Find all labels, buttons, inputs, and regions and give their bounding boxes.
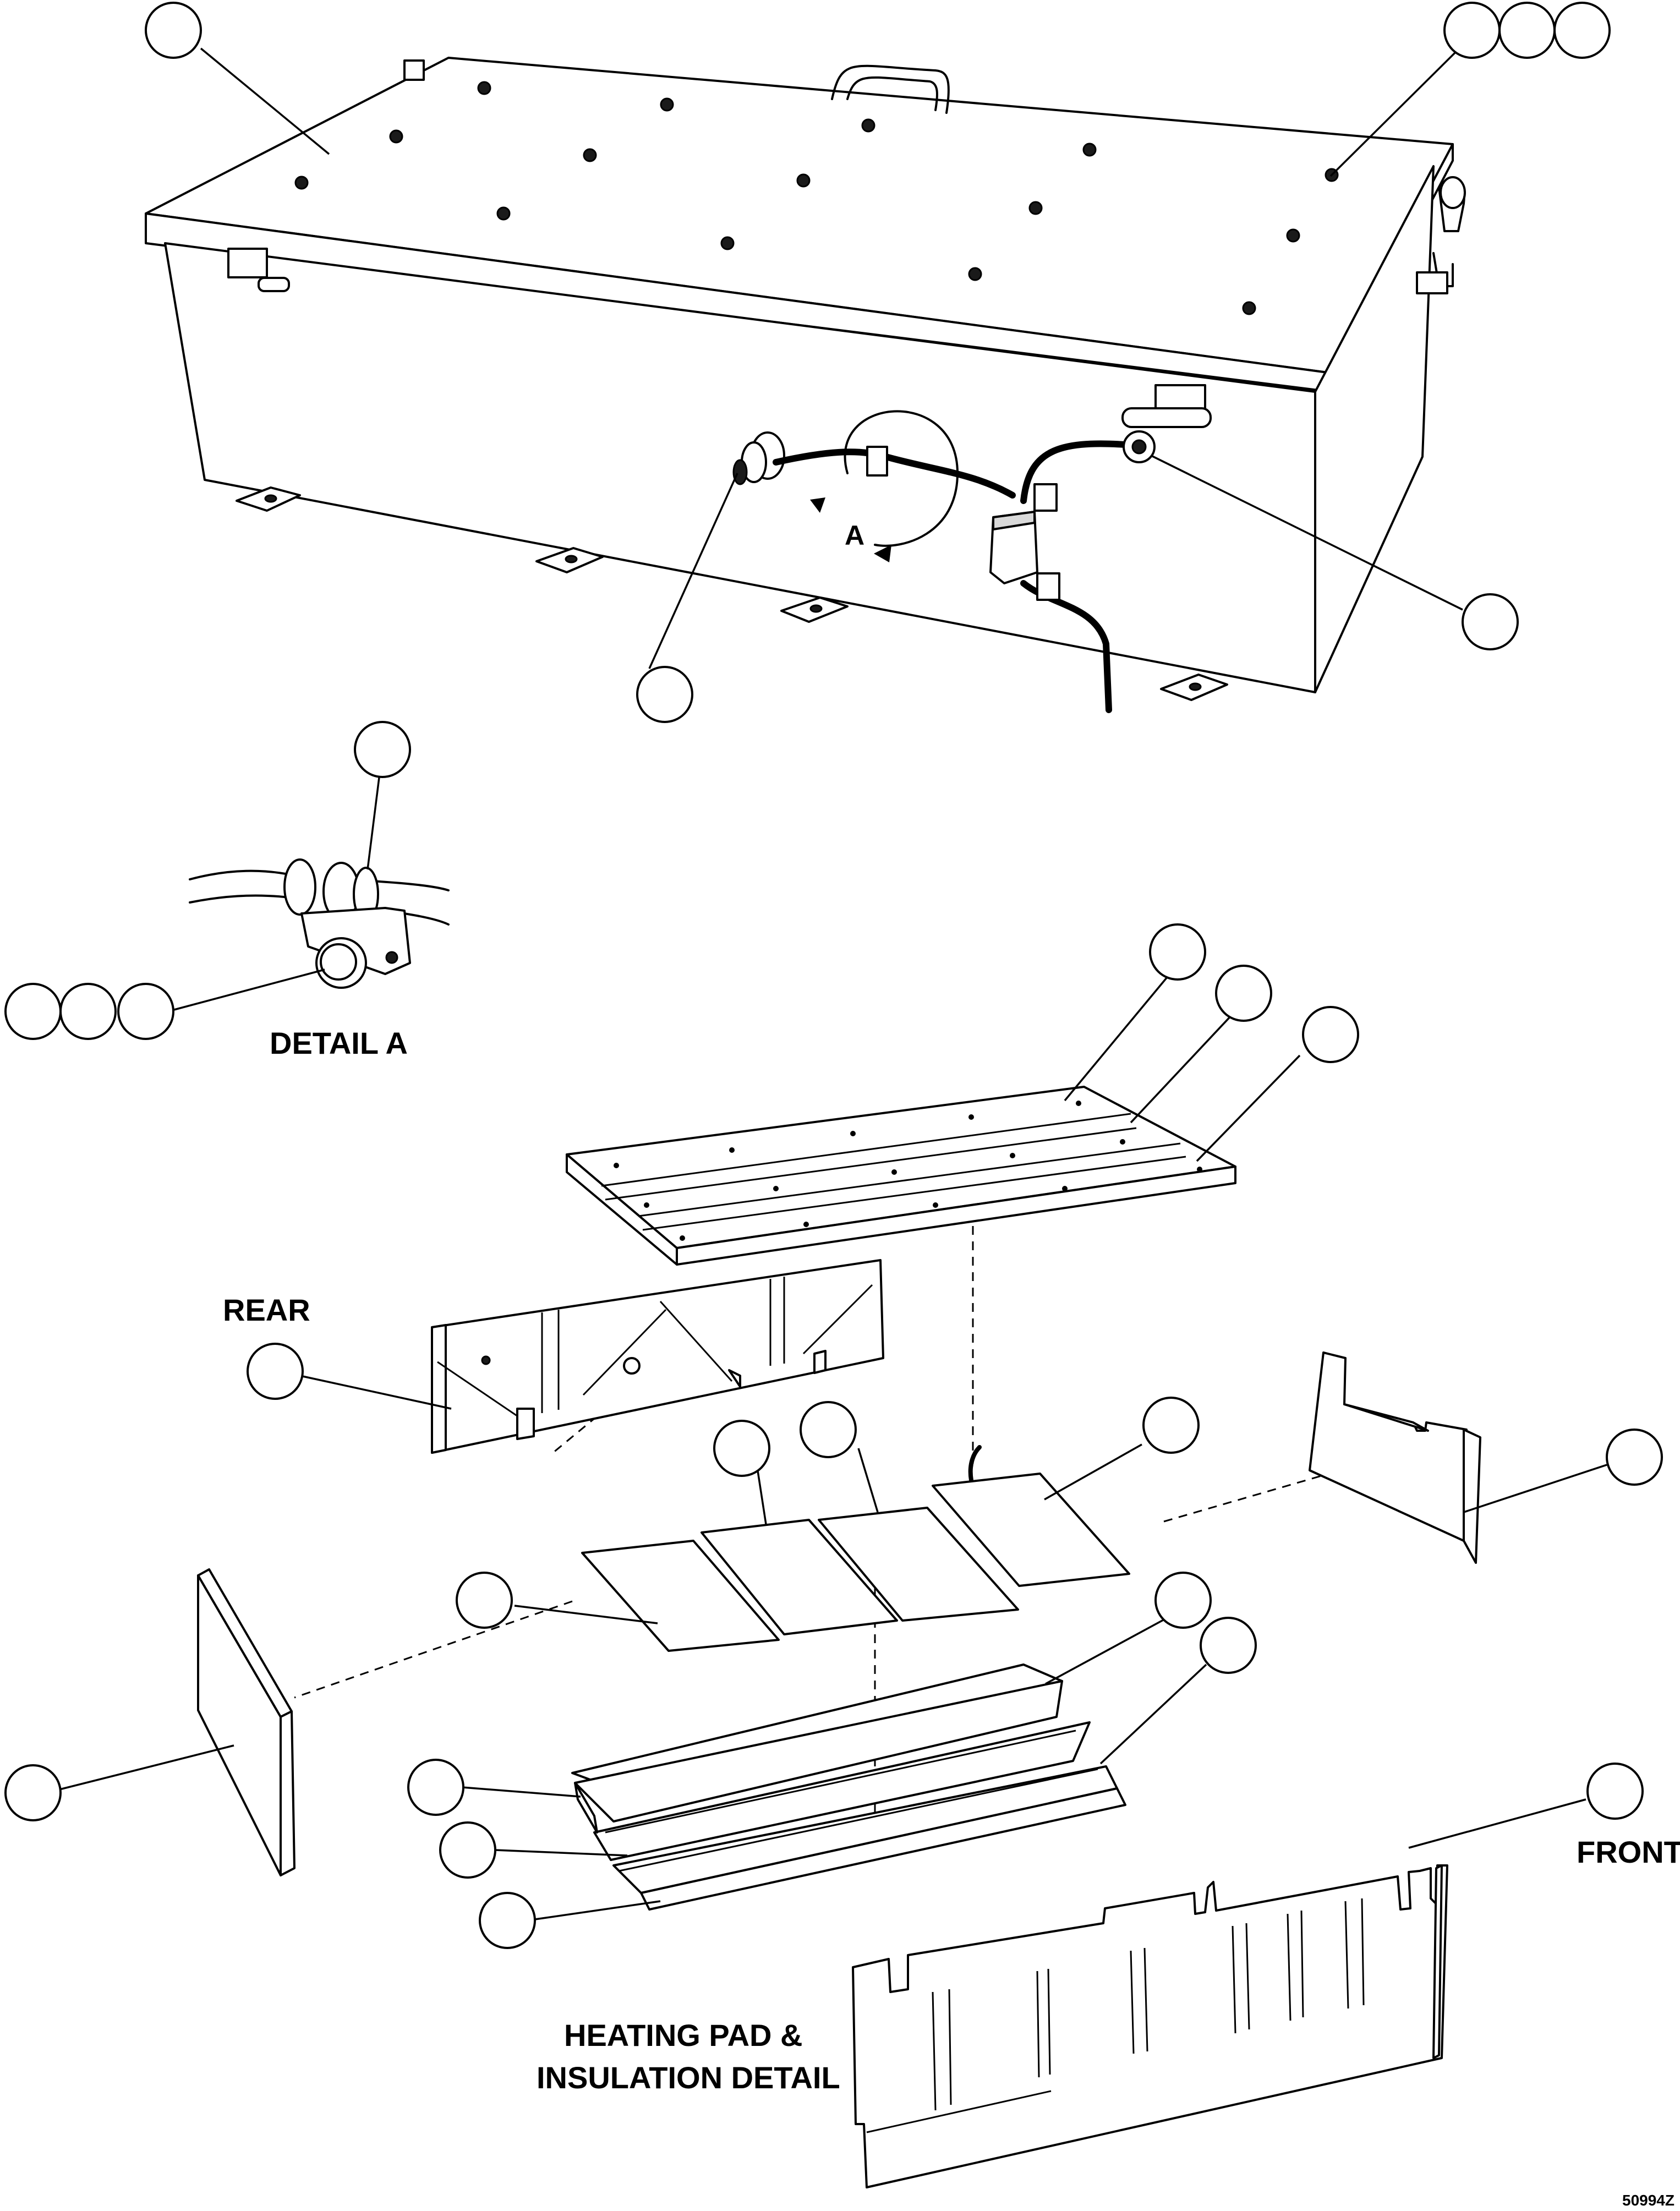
rear-insulation-panel bbox=[431, 1259, 884, 1454]
view-marker-a: A bbox=[845, 520, 864, 551]
lid-latch bbox=[1416, 176, 1466, 294]
callout-bubble bbox=[145, 2, 202, 59]
cable-clamp-cushion bbox=[283, 858, 316, 916]
heating-pad-title-line1: HEATING PAD & bbox=[564, 2018, 802, 2053]
figure-id: 50994Z bbox=[1622, 2192, 1674, 2209]
lid-hinges bbox=[227, 59, 1212, 428]
front-label: FRONT bbox=[1577, 1835, 1680, 1869]
detail-a-title: DETAIL A bbox=[270, 1026, 408, 1060]
front-insulation-panel bbox=[852, 1864, 1448, 2188]
left-end-panel bbox=[197, 1568, 295, 1876]
heating-pad-title-line2: INSULATION DETAIL bbox=[537, 2060, 840, 2095]
junction-box bbox=[989, 511, 1038, 584]
box-feet bbox=[236, 486, 1228, 701]
cable-connector bbox=[732, 431, 785, 485]
lid-handle bbox=[831, 64, 950, 114]
battery-box: A bbox=[145, 57, 1466, 713]
heating-pads bbox=[581, 1445, 1130, 1652]
top-insulation-boards bbox=[566, 1086, 1236, 1266]
box-side-face bbox=[1314, 165, 1435, 693]
box-callouts bbox=[145, 2, 1611, 723]
bottom-insulation-boards bbox=[571, 1663, 1126, 1911]
right-end-panel bbox=[1309, 1351, 1481, 1564]
detail-a: DETAIL A bbox=[4, 721, 450, 1060]
detail-a-callout-circle bbox=[844, 410, 959, 547]
rear-label: REAR bbox=[223, 1293, 310, 1327]
cable-clamp-bracket bbox=[300, 907, 411, 975]
cable-clip bbox=[866, 446, 888, 477]
insulation-exploded-view: REAR bbox=[4, 923, 1680, 2188]
